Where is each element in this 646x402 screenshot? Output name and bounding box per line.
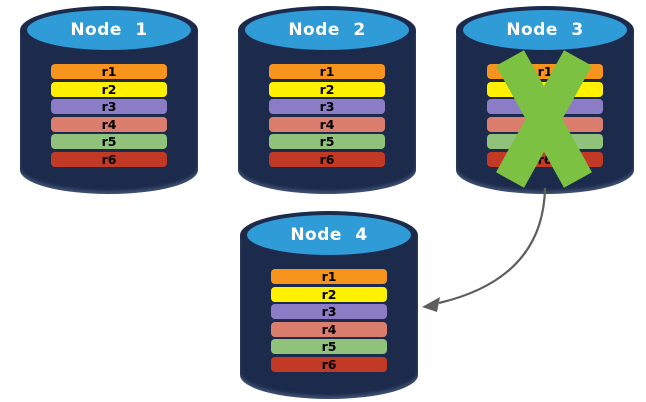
replica-row-r4: r4 [271,321,387,337]
replica-row-r3: r3 [51,99,167,114]
replica-row-r6: r6 [269,151,385,167]
node-2-cylinder: Node 2 r1 r2 r3 r4 r5 r6 [238,6,416,194]
cylinder-top [247,215,411,255]
replica-row-r2: r2 [269,81,385,97]
node-title: Node 4 [290,225,368,245]
replica-row-r2: r2 [271,286,387,302]
cylinder-top [245,10,409,50]
node-title: Node 3 [506,20,584,40]
replica-row-r5: r5 [51,134,167,149]
cylinder-top [27,10,191,50]
node-title: Node 2 [288,20,366,40]
replica-rows: r1 r2 r3 r4 r5 r6 [51,64,167,167]
replica-rows: r1 r2 r3 r4 r5 r6 [269,64,385,167]
node-title: Node 1 [70,20,148,40]
replica-row-r4: r4 [269,116,385,132]
replica-row-r5: r5 [269,134,385,149]
failover-arrow [422,187,547,312]
failure-x-icon [496,50,592,188]
replica-row-r6: r6 [271,356,387,372]
replica-row-r5: r5 [271,339,387,354]
replica-row-r3: r3 [269,99,385,114]
replica-row-r3: r3 [271,304,387,319]
replica-row-r1: r1 [51,64,167,79]
node-1-cylinder: Node 1 r1 r2 r3 r4 r5 r6 [20,6,198,194]
replica-row-r1: r1 [269,64,385,79]
replica-row-r4: r4 [51,116,167,132]
replica-row-r1: r1 [271,269,387,284]
node-4-cylinder: Node 4 r1 r2 r3 r4 r5 r6 [240,211,418,399]
replica-row-r2: r2 [51,81,167,97]
cylinder-top [463,10,627,50]
node-3-cylinder: Node 3 r1 r2 r3 r4 r5 r6 [456,6,634,194]
replica-rows: r1 r2 r3 r4 r5 r6 [271,269,387,372]
replica-row-r6: r6 [51,151,167,167]
